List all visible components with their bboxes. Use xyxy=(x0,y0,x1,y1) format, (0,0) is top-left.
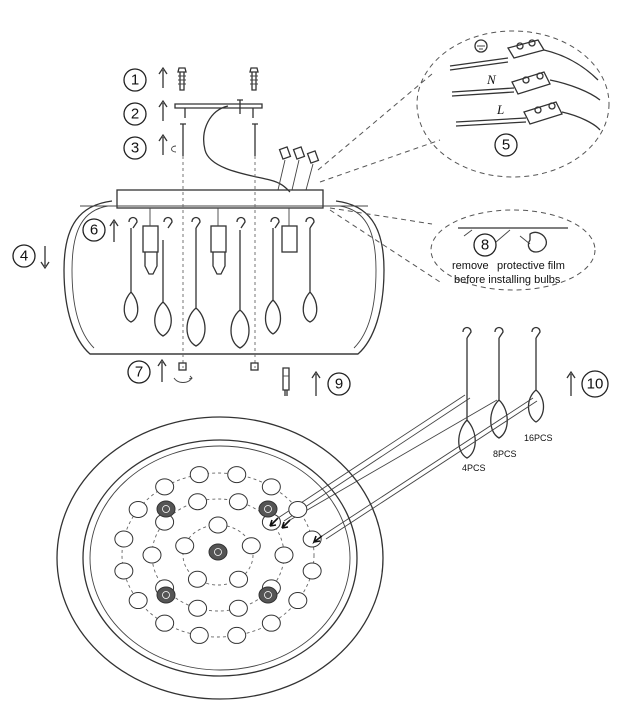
plan-drop xyxy=(302,562,322,580)
plan-drop xyxy=(288,592,308,610)
callout-8-remove: remove xyxy=(452,260,489,272)
plan-bulb-socket xyxy=(156,500,176,518)
plan-bulb-socket xyxy=(258,586,278,604)
svg-text:10: 10 xyxy=(587,376,604,393)
plan-drop xyxy=(274,546,294,564)
screw-right xyxy=(252,123,258,156)
plan-drop xyxy=(155,478,175,496)
step-9: 9 xyxy=(327,372,351,396)
svg-text:3: 3 xyxy=(131,140,139,157)
socket-ring xyxy=(264,505,272,513)
svg-text:9: 9 xyxy=(335,376,343,393)
plan-view xyxy=(56,416,384,700)
plan-drop xyxy=(288,500,308,518)
crystal-drops xyxy=(123,228,318,349)
canopy-plate xyxy=(116,189,324,209)
plan-bulb-socket xyxy=(156,586,176,604)
plan-pointer-arrow xyxy=(269,517,279,527)
step-5: 5 xyxy=(494,133,518,157)
step-6-arrow xyxy=(109,218,119,242)
pendant-count-4: 4PCS xyxy=(462,463,486,473)
terminal-blocks xyxy=(506,39,563,125)
step-3: 3 xyxy=(123,136,147,160)
screw-left xyxy=(171,123,186,156)
pendant-count-16: 16PCS xyxy=(524,433,553,443)
step-10-arrow xyxy=(566,370,576,396)
plan-drop-positions xyxy=(114,466,323,644)
plan-drop xyxy=(228,599,248,617)
plan-drop xyxy=(208,516,228,534)
wire-label-n: N xyxy=(486,72,497,87)
plan-drop xyxy=(187,570,207,588)
step-numbers: 1 2 3 4 5 6 7 8 9 10 xyxy=(12,68,609,398)
wire-connectors xyxy=(277,146,320,191)
plan-drop xyxy=(261,614,281,632)
callout-wiring: N L xyxy=(317,30,610,183)
plan-bulb-socket xyxy=(208,543,228,561)
svg-text:6: 6 xyxy=(90,222,98,239)
step-10: 10 xyxy=(581,370,609,398)
wall-anchor-left xyxy=(177,67,187,91)
socket-ring xyxy=(214,548,222,556)
plan-drop xyxy=(261,478,281,496)
fixture-body xyxy=(63,156,385,368)
bulb-right xyxy=(281,225,298,253)
plan-drop xyxy=(241,537,261,555)
plan-bulb-socket xyxy=(258,500,278,518)
cap-nut-parts xyxy=(157,358,259,383)
bulb-center xyxy=(210,225,227,275)
g9-bulb-part xyxy=(282,367,321,396)
socket-ring xyxy=(162,591,170,599)
plan-pointer-arrow xyxy=(281,519,291,529)
plan-drop xyxy=(128,592,148,610)
plan-drop xyxy=(188,493,208,511)
film-peel-icon xyxy=(527,231,548,253)
step-1: 1 xyxy=(123,68,147,92)
pendant-count-8: 8PCS xyxy=(493,449,517,459)
plan-drop xyxy=(227,626,247,644)
ground-icon xyxy=(474,39,488,53)
plan-drop xyxy=(189,466,209,484)
plan-drop xyxy=(155,614,175,632)
pendant-sizes: 4PCS 8PCS 16PCS xyxy=(277,326,553,540)
step-4-arrow xyxy=(40,246,50,270)
svg-text:8: 8 xyxy=(481,237,489,254)
step-7: 7 xyxy=(127,360,151,384)
mounting-hardware xyxy=(171,67,320,193)
plan-drop xyxy=(227,466,247,484)
plan-drop xyxy=(114,530,134,548)
callout-protective-film: remove protective film before installing… xyxy=(329,207,596,291)
svg-text:4: 4 xyxy=(20,248,28,265)
socket-ring xyxy=(162,505,170,513)
plan-drop xyxy=(142,546,162,564)
mounting-bracket xyxy=(174,99,291,193)
svg-text:5: 5 xyxy=(502,137,510,154)
step-2: 2 xyxy=(123,102,147,126)
plan-drop xyxy=(128,500,148,518)
step-arrows-top xyxy=(158,66,168,155)
step-6: 6 xyxy=(82,218,106,242)
bulb-left xyxy=(142,225,159,275)
plan-drop xyxy=(228,493,248,511)
plan-drop xyxy=(175,537,195,555)
callout-8-protective-film: protective film xyxy=(497,260,565,272)
plan-drop xyxy=(114,562,134,580)
svg-text:1: 1 xyxy=(131,72,139,89)
step-4: 4 xyxy=(12,244,36,268)
socket-ring xyxy=(264,591,272,599)
plan-pointer-arrow xyxy=(312,535,323,545)
callout-8-before-installing: before installing bulbs xyxy=(454,274,561,286)
plan-drop xyxy=(189,626,209,644)
plan-drop xyxy=(229,570,249,588)
svg-text:7: 7 xyxy=(135,364,143,381)
wall-anchor-right xyxy=(249,67,259,91)
step-8: 8 xyxy=(473,233,497,257)
pendant-hooks xyxy=(128,216,315,229)
plan-drop xyxy=(302,530,322,548)
svg-text:2: 2 xyxy=(131,106,139,123)
plan-drop xyxy=(188,599,208,617)
wire-label-l: L xyxy=(496,102,504,117)
